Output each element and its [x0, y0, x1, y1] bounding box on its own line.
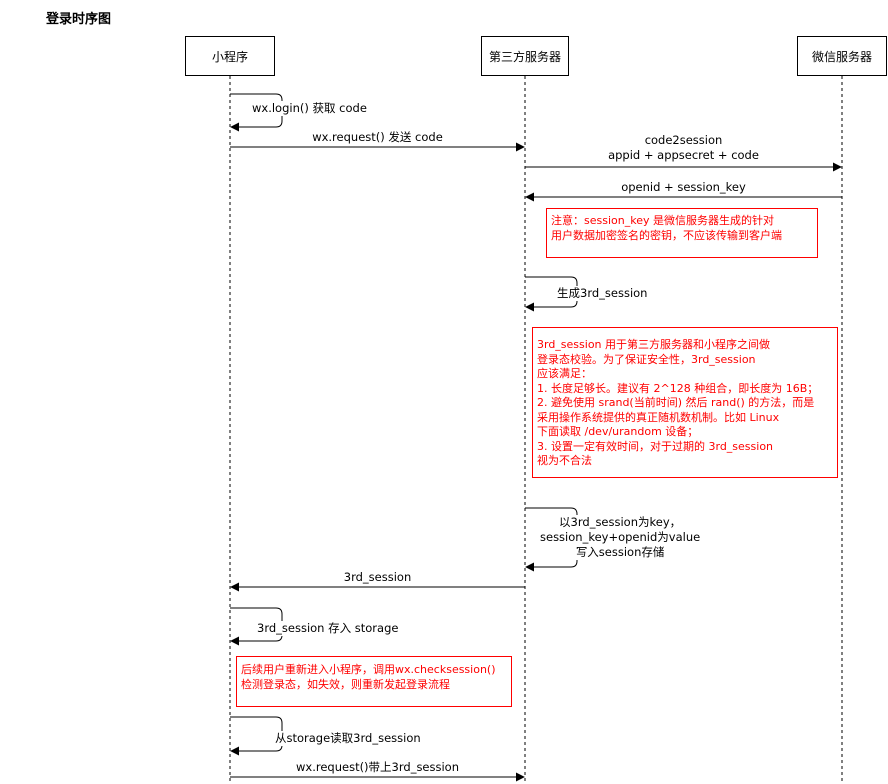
page-title: 登录时序图: [46, 12, 112, 27]
participant-wechat-server: 微信服务器: [797, 36, 887, 76]
message-label-line: 从storage读取3rd_session: [275, 731, 421, 745]
message-label-line: session_key+openid为value: [540, 530, 701, 544]
message-label-line: appid + appsecret + code: [608, 148, 759, 162]
note-line: 后续用户重新进入小程序，调用wx.checksession(): [241, 663, 496, 676]
message-label-line: wx.login() 获取 code: [252, 101, 367, 115]
note-line: 应该满足：: [537, 367, 592, 380]
message-label-line: wx.request() 发送 code: [312, 130, 443, 144]
message-label-0: wx.login() 获取 code: [252, 101, 367, 116]
note-line: 检测登录态，如失效，则重新发起登录流程: [241, 677, 450, 691]
participant-third-party-server: 第三方服务器: [481, 36, 569, 76]
note-line: 注意：session_key 是微信服务器生成的针对: [551, 214, 774, 227]
note-line: 2. 避免使用 srand(当前时间) 然后 rand() 的方法，而是: [537, 396, 815, 409]
note-line: 3rd_session 用于第三方服务器和小程序之间做: [537, 338, 771, 351]
note-line: 1. 长度足够长。建议有 2^128 种组合，即长度为 16B；: [537, 381, 819, 395]
message-label-3: openid + session_key: [621, 180, 746, 195]
message-label-1: wx.request() 发送 code: [312, 130, 443, 145]
message-label-4: 生成3rd_session: [557, 286, 648, 301]
note-line: 采用操作系统提供的真正随机数机制。比如 Linux: [537, 410, 780, 424]
note-line: 下面读取 /dev/urandom 设备；: [537, 425, 699, 438]
message-label-8: 从storage读取3rd_session: [275, 731, 421, 746]
message-label-9: wx.request()带上3rd_session: [296, 760, 459, 775]
message-label-line: openid + session_key: [621, 180, 746, 194]
message-label-line: 以3rd_session为key，: [559, 515, 682, 529]
message-label-line: 3rd_session 存入 storage: [257, 621, 399, 635]
participant-mini-program: 小程序: [185, 36, 275, 76]
message-label-7: 3rd_session 存入 storage: [257, 621, 399, 636]
message-label-line: wx.request()带上3rd_session: [295, 760, 460, 774]
message-label-5: 以3rd_session为key，session_key+openid为valu…: [540, 515, 701, 560]
note-1: 3rd_session 用于第三方服务器和小程序之间做登录态校验。为了保证安全性…: [532, 327, 838, 478]
note-line: 3. 设置一定有效时间，对于过期的 3rd_session: [537, 439, 774, 453]
note-line: 用户数据加密签名的密钥，不应该传输到客户端: [551, 228, 782, 242]
note-line: 登录态校验。为了保证安全性，3rd_session: [537, 352, 756, 366]
message-label-line: 生成3rd_session: [557, 286, 648, 300]
message-label-6: 3rd_session: [344, 570, 411, 585]
note-line: 视为不合法: [537, 454, 592, 467]
message-label-line: 3rd_session: [343, 570, 412, 584]
note-2: 后续用户重新进入小程序，调用wx.checksession()检测登录态，如失效…: [236, 656, 512, 707]
note-0: 注意：session_key 是微信服务器生成的针对用户数据加密签名的密钥，不应…: [546, 208, 818, 258]
message-label-line: code2session: [644, 133, 723, 147]
message-label-line: 写入session存储: [575, 545, 665, 559]
